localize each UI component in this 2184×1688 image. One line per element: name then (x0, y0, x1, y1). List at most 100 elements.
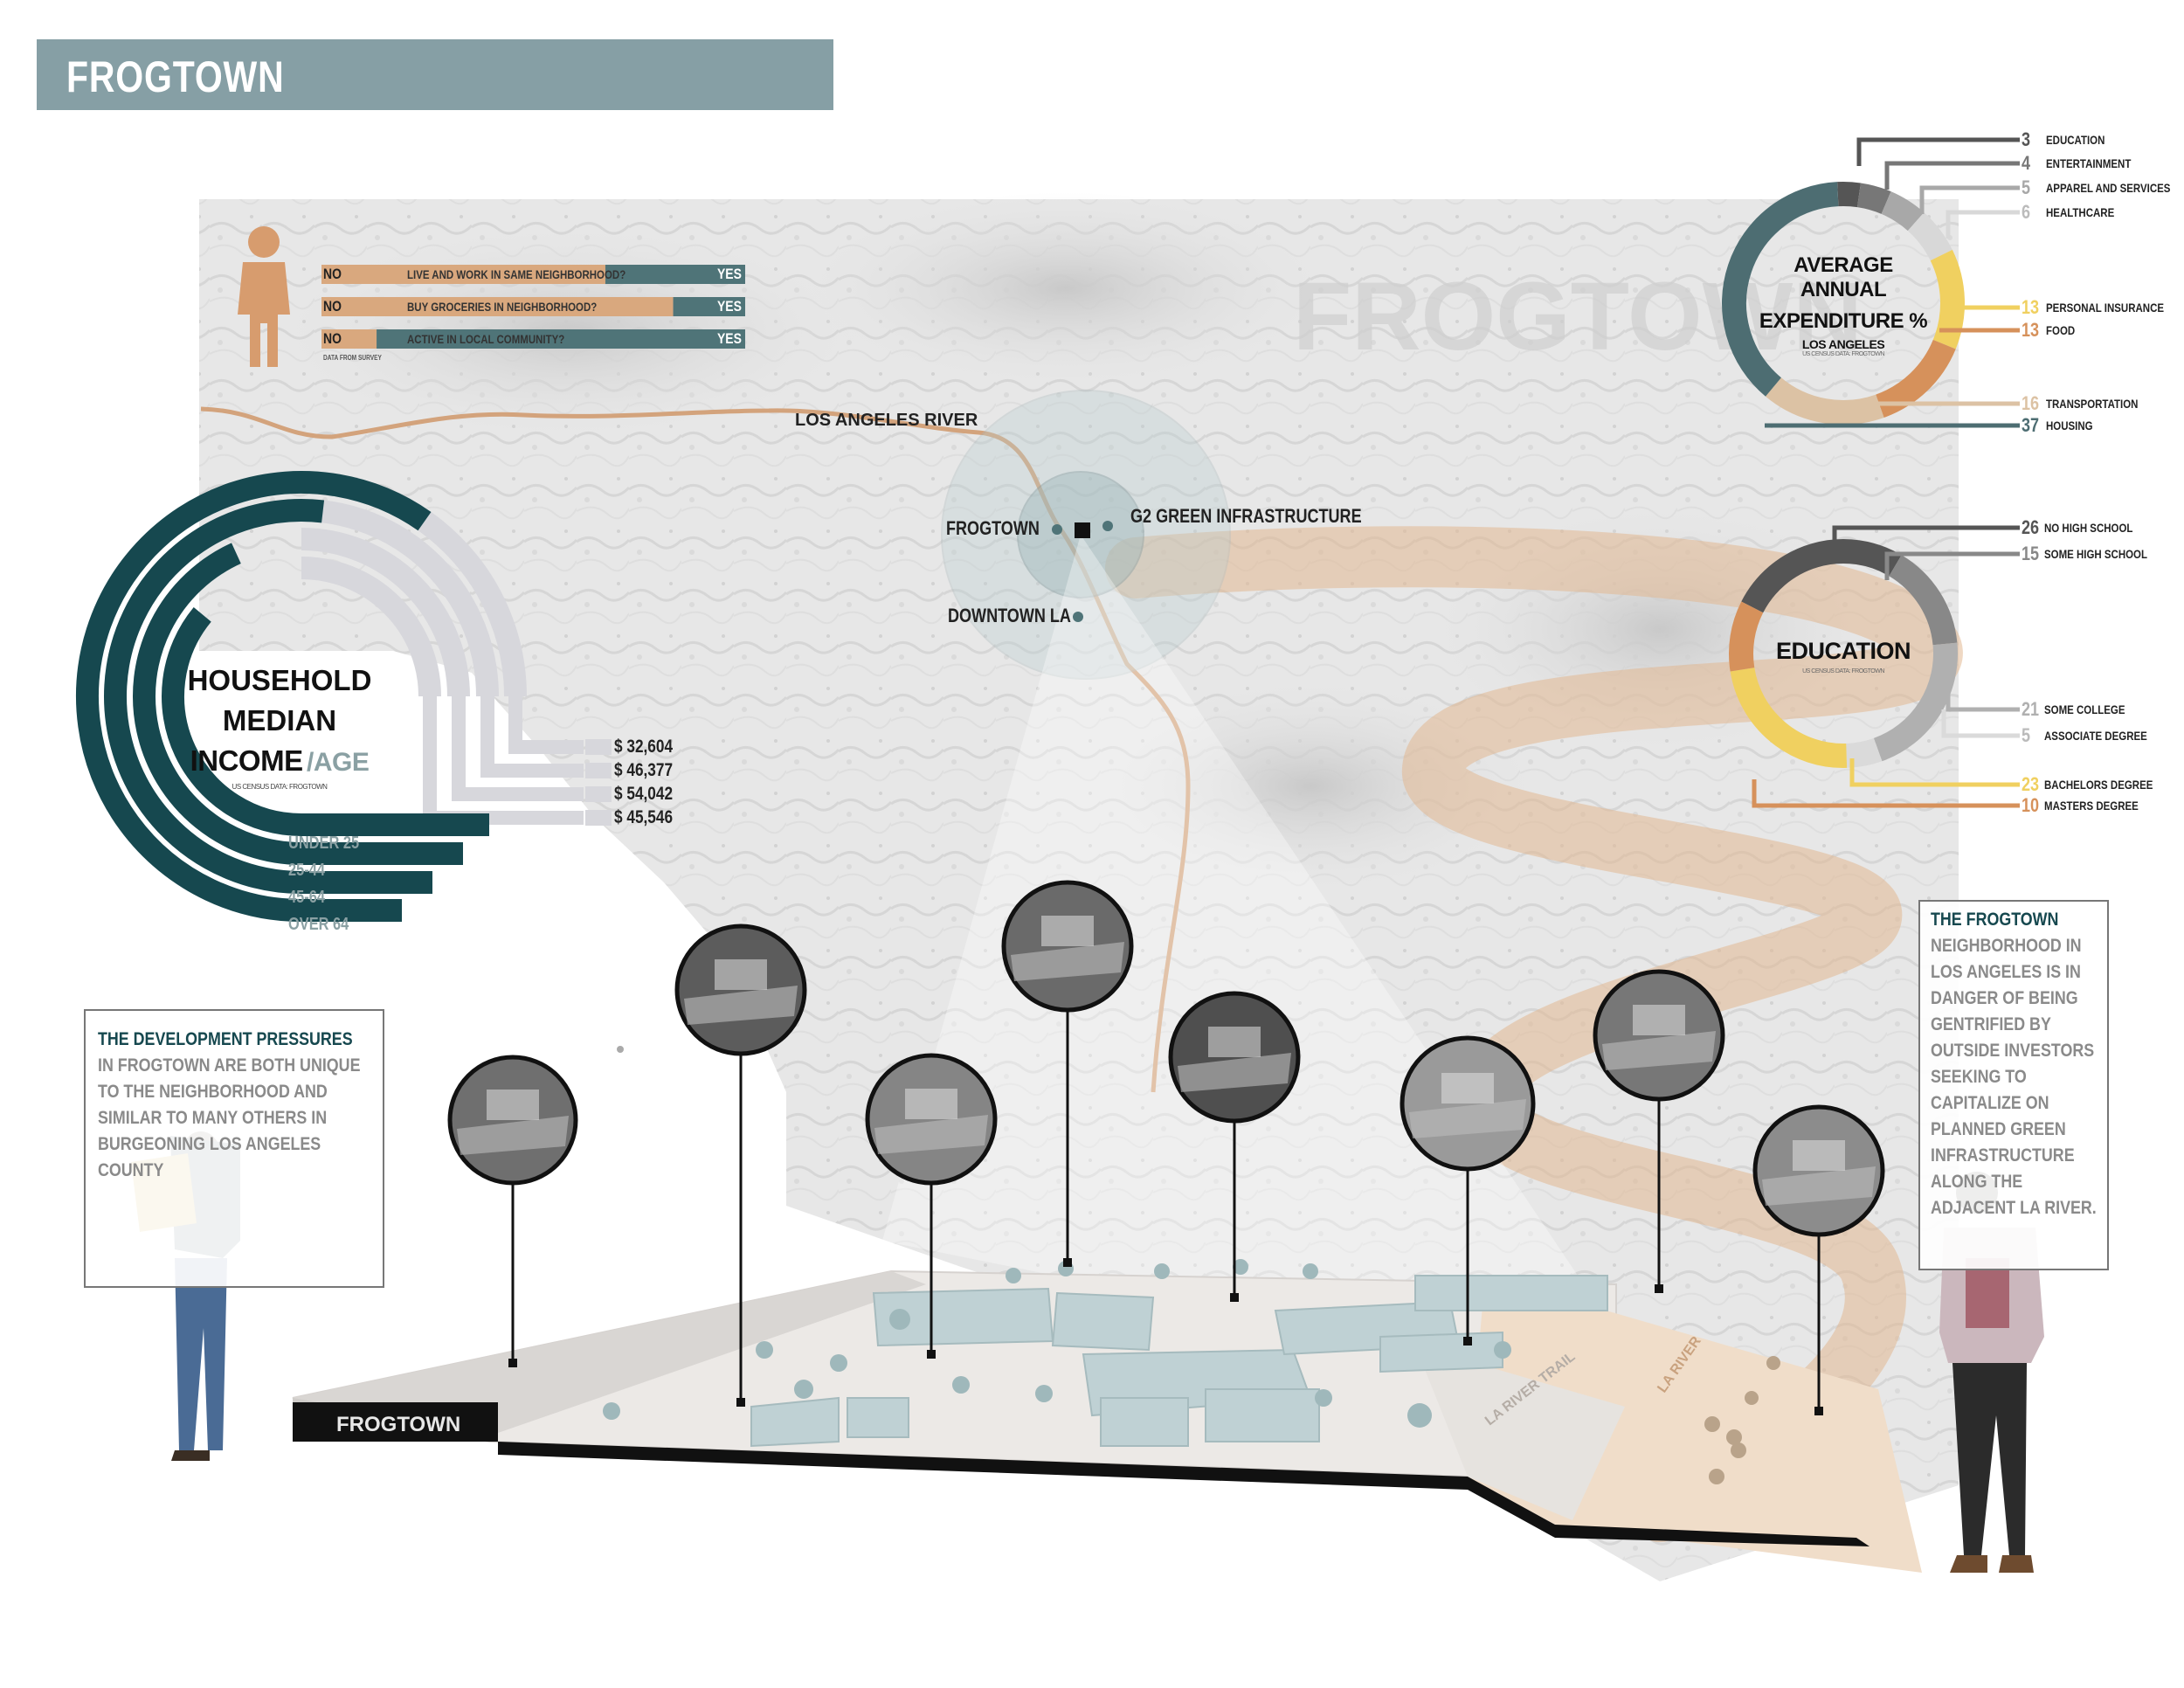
education-leader (1946, 683, 2020, 712)
income-base-bar (301, 813, 489, 836)
income-leader-end (585, 810, 612, 826)
education-slice (1729, 601, 1764, 672)
education-value: 23 (2022, 773, 2040, 795)
expenditure-title-line2: EXPENDITURE % (1759, 309, 1928, 333)
survey-no-label: NO (323, 298, 342, 315)
survey-chart (321, 265, 745, 349)
income-source: US CENSUS DATA: FROGTOWN (232, 783, 328, 791)
map-watermark: FROGTOWN (1293, 263, 1863, 370)
pin-base (927, 1350, 936, 1359)
education-value: 26 (2022, 516, 2040, 538)
survey-yes-bar (673, 297, 745, 316)
education-value: 5 (2022, 724, 2031, 746)
survey-no-bar (321, 329, 377, 349)
education-value: 15 (2022, 543, 2040, 564)
expenditure-slice (1837, 182, 1861, 208)
page-title: FROGTOWN (66, 52, 285, 101)
la-river-line (200, 406, 1191, 1093)
expenditure-label: APPAREL AND SERVICES (2046, 181, 2171, 195)
photo-ground (1178, 1053, 1291, 1092)
photo-ground (1409, 1099, 1526, 1138)
income-leader-end (585, 763, 612, 778)
education-leader (1752, 779, 2020, 808)
downtown-point (1073, 612, 1083, 622)
income-leader (480, 696, 584, 778)
education-slice (1845, 737, 1883, 768)
expenditure-label: HEALTHCARE (2046, 205, 2115, 219)
photo-ground (684, 986, 798, 1025)
income-value: $ 32,604 (614, 737, 674, 757)
gentrification-note-highlight: THE FROGTOWN (1931, 910, 2059, 930)
pin-base (1814, 1407, 1823, 1415)
expenditure-slice (1766, 377, 1884, 425)
education-label: SOME HIGH SCHOOL (2044, 547, 2148, 561)
photo-building (1793, 1140, 1845, 1171)
expenditure-value: 37 (2022, 414, 2040, 436)
expenditure-leader (1884, 161, 2020, 190)
income-base-bar (301, 899, 402, 922)
site-marker (1075, 522, 1090, 538)
income-leader (452, 696, 584, 801)
income-value: $ 46,377 (614, 760, 674, 780)
photo-ground (457, 1116, 569, 1155)
development-note: THE DEVELOPMENT PRESSURES IN FROGTOWN AR… (98, 1027, 365, 1184)
photo-building (1208, 1027, 1261, 1057)
education-chart (1729, 525, 2020, 808)
expenditure-value: 5 (2022, 176, 2031, 198)
expenditure-value: 3 (2022, 128, 2031, 150)
expenditure-source: US CENSUS DATA: FROGTOWN (1802, 351, 1884, 357)
income-leader-end (585, 786, 612, 802)
g2-point (1102, 521, 1113, 531)
expenditure-label: FOOD (2046, 323, 2076, 337)
expenditure-value: 13 (2022, 319, 2040, 341)
survey-question: BUY GROCERIES IN NEIGHBORHOOD? (407, 300, 598, 314)
development-note-text: IN FROGTOWN ARE BOTH UNIQUE TO THE NEIGH… (98, 1055, 361, 1180)
education-source: US CENSUS DATA: FROGTOWN (1802, 668, 1884, 675)
expenditure-leader (1946, 210, 2020, 239)
education-value: 21 (2022, 698, 2040, 720)
income-age-label: 25-44 (288, 861, 325, 880)
income-title-line1: HOUSEHOLD (187, 664, 372, 696)
income-value: $ 45,546 (614, 807, 674, 827)
survey-no-label: NO (323, 330, 342, 347)
young-man-figure (1939, 1172, 2044, 1573)
education-leader (1832, 525, 2020, 554)
expenditure-value: 6 (2022, 201, 2031, 223)
income-age-label: UNDER 25 (288, 834, 360, 853)
expenditure-value: 16 (2022, 392, 2040, 414)
photo-ground (1602, 1031, 1716, 1070)
income-age-label: 45-64 (288, 888, 325, 907)
photo-ground (1011, 942, 1124, 981)
expenditure-label: TRANSPORTATION (2046, 397, 2139, 411)
education-slice (1873, 642, 1958, 762)
map-dot (617, 1046, 624, 1053)
income-title-line3: INCOME (190, 744, 304, 777)
river-label: LOS ANGELES RIVER (795, 411, 978, 430)
income-title: HOUSEHOLD MEDIAN INCOME /AGE US CENSUS D… (183, 664, 376, 791)
photo-building (905, 1089, 957, 1119)
expenditure-slice (1907, 212, 1952, 261)
income-arc (133, 543, 302, 865)
income-arc (162, 607, 302, 836)
education-label: BACHELORS DEGREE (2044, 778, 2153, 792)
expenditure-slice (1881, 191, 1925, 232)
expenditure-label: EDUCATION (2046, 133, 2105, 147)
income-chart (76, 471, 612, 922)
income-arc (76, 471, 432, 922)
income-age-label: OVER 64 (288, 915, 349, 934)
income-base-bar (301, 842, 463, 865)
site-label: FROGTOWN (336, 1413, 460, 1436)
g2-label: G2 GREEN INFRASTRUCTURE (1130, 505, 1362, 527)
pin-base (508, 1359, 517, 1367)
income-arc (104, 499, 325, 894)
education-leader (1849, 758, 2020, 787)
view-cone (882, 535, 1660, 1398)
expenditure-value: 13 (2022, 296, 2040, 318)
photo-ground (1762, 1166, 1876, 1206)
education-slice (1741, 539, 1902, 613)
survey-question: LIVE AND WORK IN SAME NEIGHBORHOOD? (407, 267, 626, 281)
income-value: $ 54,042 (614, 784, 674, 804)
survey-question: ACTIVE IN LOCAL COMMUNITY? (407, 332, 565, 346)
survey-no-bar (321, 265, 605, 284)
